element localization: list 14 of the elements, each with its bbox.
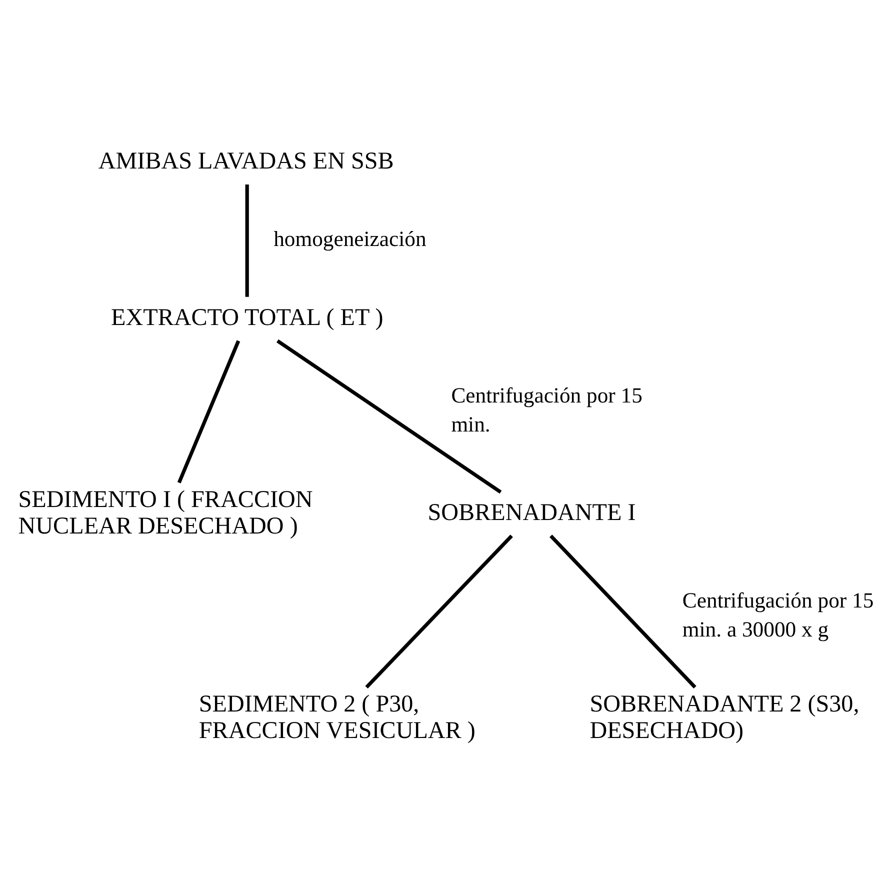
connector (276, 339, 502, 494)
connector (177, 340, 240, 484)
edge-label: homogeneización (274, 227, 426, 252)
connector (550, 534, 696, 689)
node-text: SOBRENADANTE 2 (S30, DESECHADO) (590, 692, 860, 744)
node-text: SEDIMENTO 2 ( P30, FRACCION VESICULAR ) (198, 692, 476, 744)
edge-label: Centrifugación por 15 min. a 30000 x g (682, 588, 874, 642)
connector (365, 534, 513, 689)
edge-label: Centrifugación por 15 min. (451, 384, 642, 437)
node-text: EXTRACTO TOTAL ( ET ) (111, 305, 384, 332)
connector (245, 184, 249, 297)
node-text: SOBRENADANTE I (428, 500, 636, 526)
node-text: AMIBAS LAVADAS EN SSB (98, 148, 394, 175)
node-text: SEDIMENTO I ( FRACCION NUCLEAR DESECHADO ) (18, 486, 313, 540)
